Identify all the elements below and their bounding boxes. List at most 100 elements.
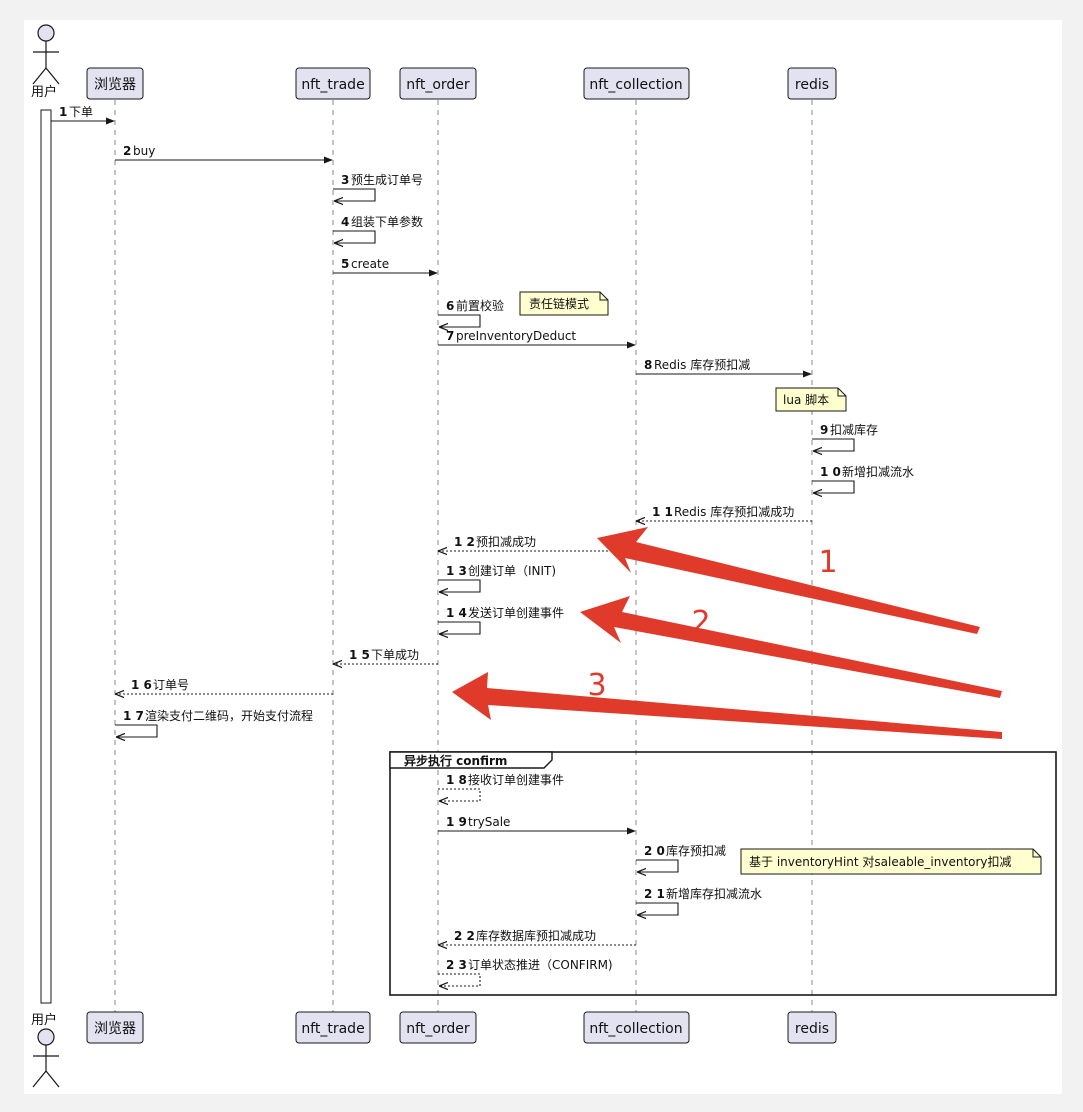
note-text: lua 脚本 [783,392,829,407]
message-label: 库存预扣减 [666,843,726,858]
message-label: Redis 库存预扣减成功 [674,504,794,519]
message-number: 5 [341,257,349,271]
message-number: 7 [446,329,454,343]
message-label: 预生成订单号 [351,173,423,187]
message-label: buy [133,144,155,158]
participant-order-box-bottom [399,1011,477,1044]
message-label: trySale [468,815,510,829]
message-number: 8 [644,358,652,372]
message-label: Redis 库存预扣减 [654,357,750,372]
participant-order-box [399,67,477,100]
message-label: 订单号 [153,678,189,692]
message-label: 创建订单（INIT) [468,564,556,578]
message-label: 组装下单参数 [351,214,423,229]
message-label: 预扣减成功 [476,535,536,549]
message-arrow [333,188,376,201]
message-arrow [115,724,158,737]
participant-order-label: nft_order [406,77,470,93]
message-label: 渲染支付二维码，开始支付流程 [145,708,313,723]
actor-user-top [32,24,60,85]
participant-browser-label-bottom: 浏览器 [94,1021,136,1037]
message-label: 库存数据库预扣减成功 [476,928,596,943]
message-arrow [812,438,855,451]
message-label: 接收订单创建事件 [468,772,564,787]
message-number: 3 [341,173,349,187]
message-arrow [438,973,481,986]
message-label: 新增库存扣减流水 [666,886,762,901]
message-number: 2 3 [446,958,467,972]
participant-collection-box [583,67,690,100]
message-arrow [333,230,376,243]
annotation-arrow-3 [452,672,1002,739]
message-number: 1 [59,105,67,119]
message-label: 前置校验 [456,298,504,313]
user-activation-bar [40,109,52,1004]
note-lua-script: lua 脚本 [775,387,847,412]
participant-trade-box-bottom [295,1011,371,1044]
actor-user-bottom [32,1028,60,1088]
participant-order-label-bottom: nft_order [406,1021,470,1037]
message-number: 2 1 [644,887,665,901]
annotation-arrow-1 [597,527,980,634]
annotation-label-1: 1 [818,545,837,580]
message-label: 下单成功 [371,648,419,662]
annotation-layer: 1 2 3 [452,527,1002,739]
message-arrow [636,902,679,915]
participant-browser-box-bottom [86,1011,144,1044]
participant-browser-box [86,67,144,100]
note-saleable-inventory: 基于 inventoryHint 对saleable_inventory扣减 [740,848,1042,875]
message-number: 6 [446,299,454,313]
message-number: 1 2 [454,535,475,549]
participant-redis-label-bottom: redis [795,1021,829,1037]
annotation-arrow-2 [580,596,1002,698]
fragment-tab [389,751,553,769]
participant-collection-label: nft_collection [589,77,682,93]
message-arrow [438,314,481,327]
fragment-label: 异步执行 confirm [404,753,507,768]
annotation-label-2: 2 [691,605,710,640]
message-number: 1 5 [349,648,370,662]
message-arrow [438,579,481,592]
message-arrow [438,621,481,634]
annotation-label-3: 3 [587,668,606,703]
message-number: 1 7 [123,709,144,723]
message-number: 4 [341,215,349,229]
actor-label-bottom: 用户 [31,1012,57,1028]
diagram-card [24,20,1062,1094]
fragment-async-confirm: 异步执行 confirm [389,751,1057,996]
participant-trade-label-bottom: nft_trade [301,1021,364,1037]
message-number: 1 0 [820,465,841,479]
participants-bottom: 浏览器 nft_trade nft_order nft_collection r… [86,1011,837,1044]
message-label: 发送订单创建事件 [468,605,564,620]
participant-redis-box [787,67,837,100]
participant-browser-label: 浏览器 [94,77,136,93]
message-label: 新增扣减流水 [842,464,914,479]
message-number: 1 6 [131,678,152,692]
message-label: 下单 [69,105,93,119]
actor-label-top: 用户 [31,84,57,100]
participant-collection-box-bottom [583,1011,690,1044]
message-number: 2 [123,144,131,158]
message-label: 订单状态推进（CONFIRM) [468,958,613,972]
